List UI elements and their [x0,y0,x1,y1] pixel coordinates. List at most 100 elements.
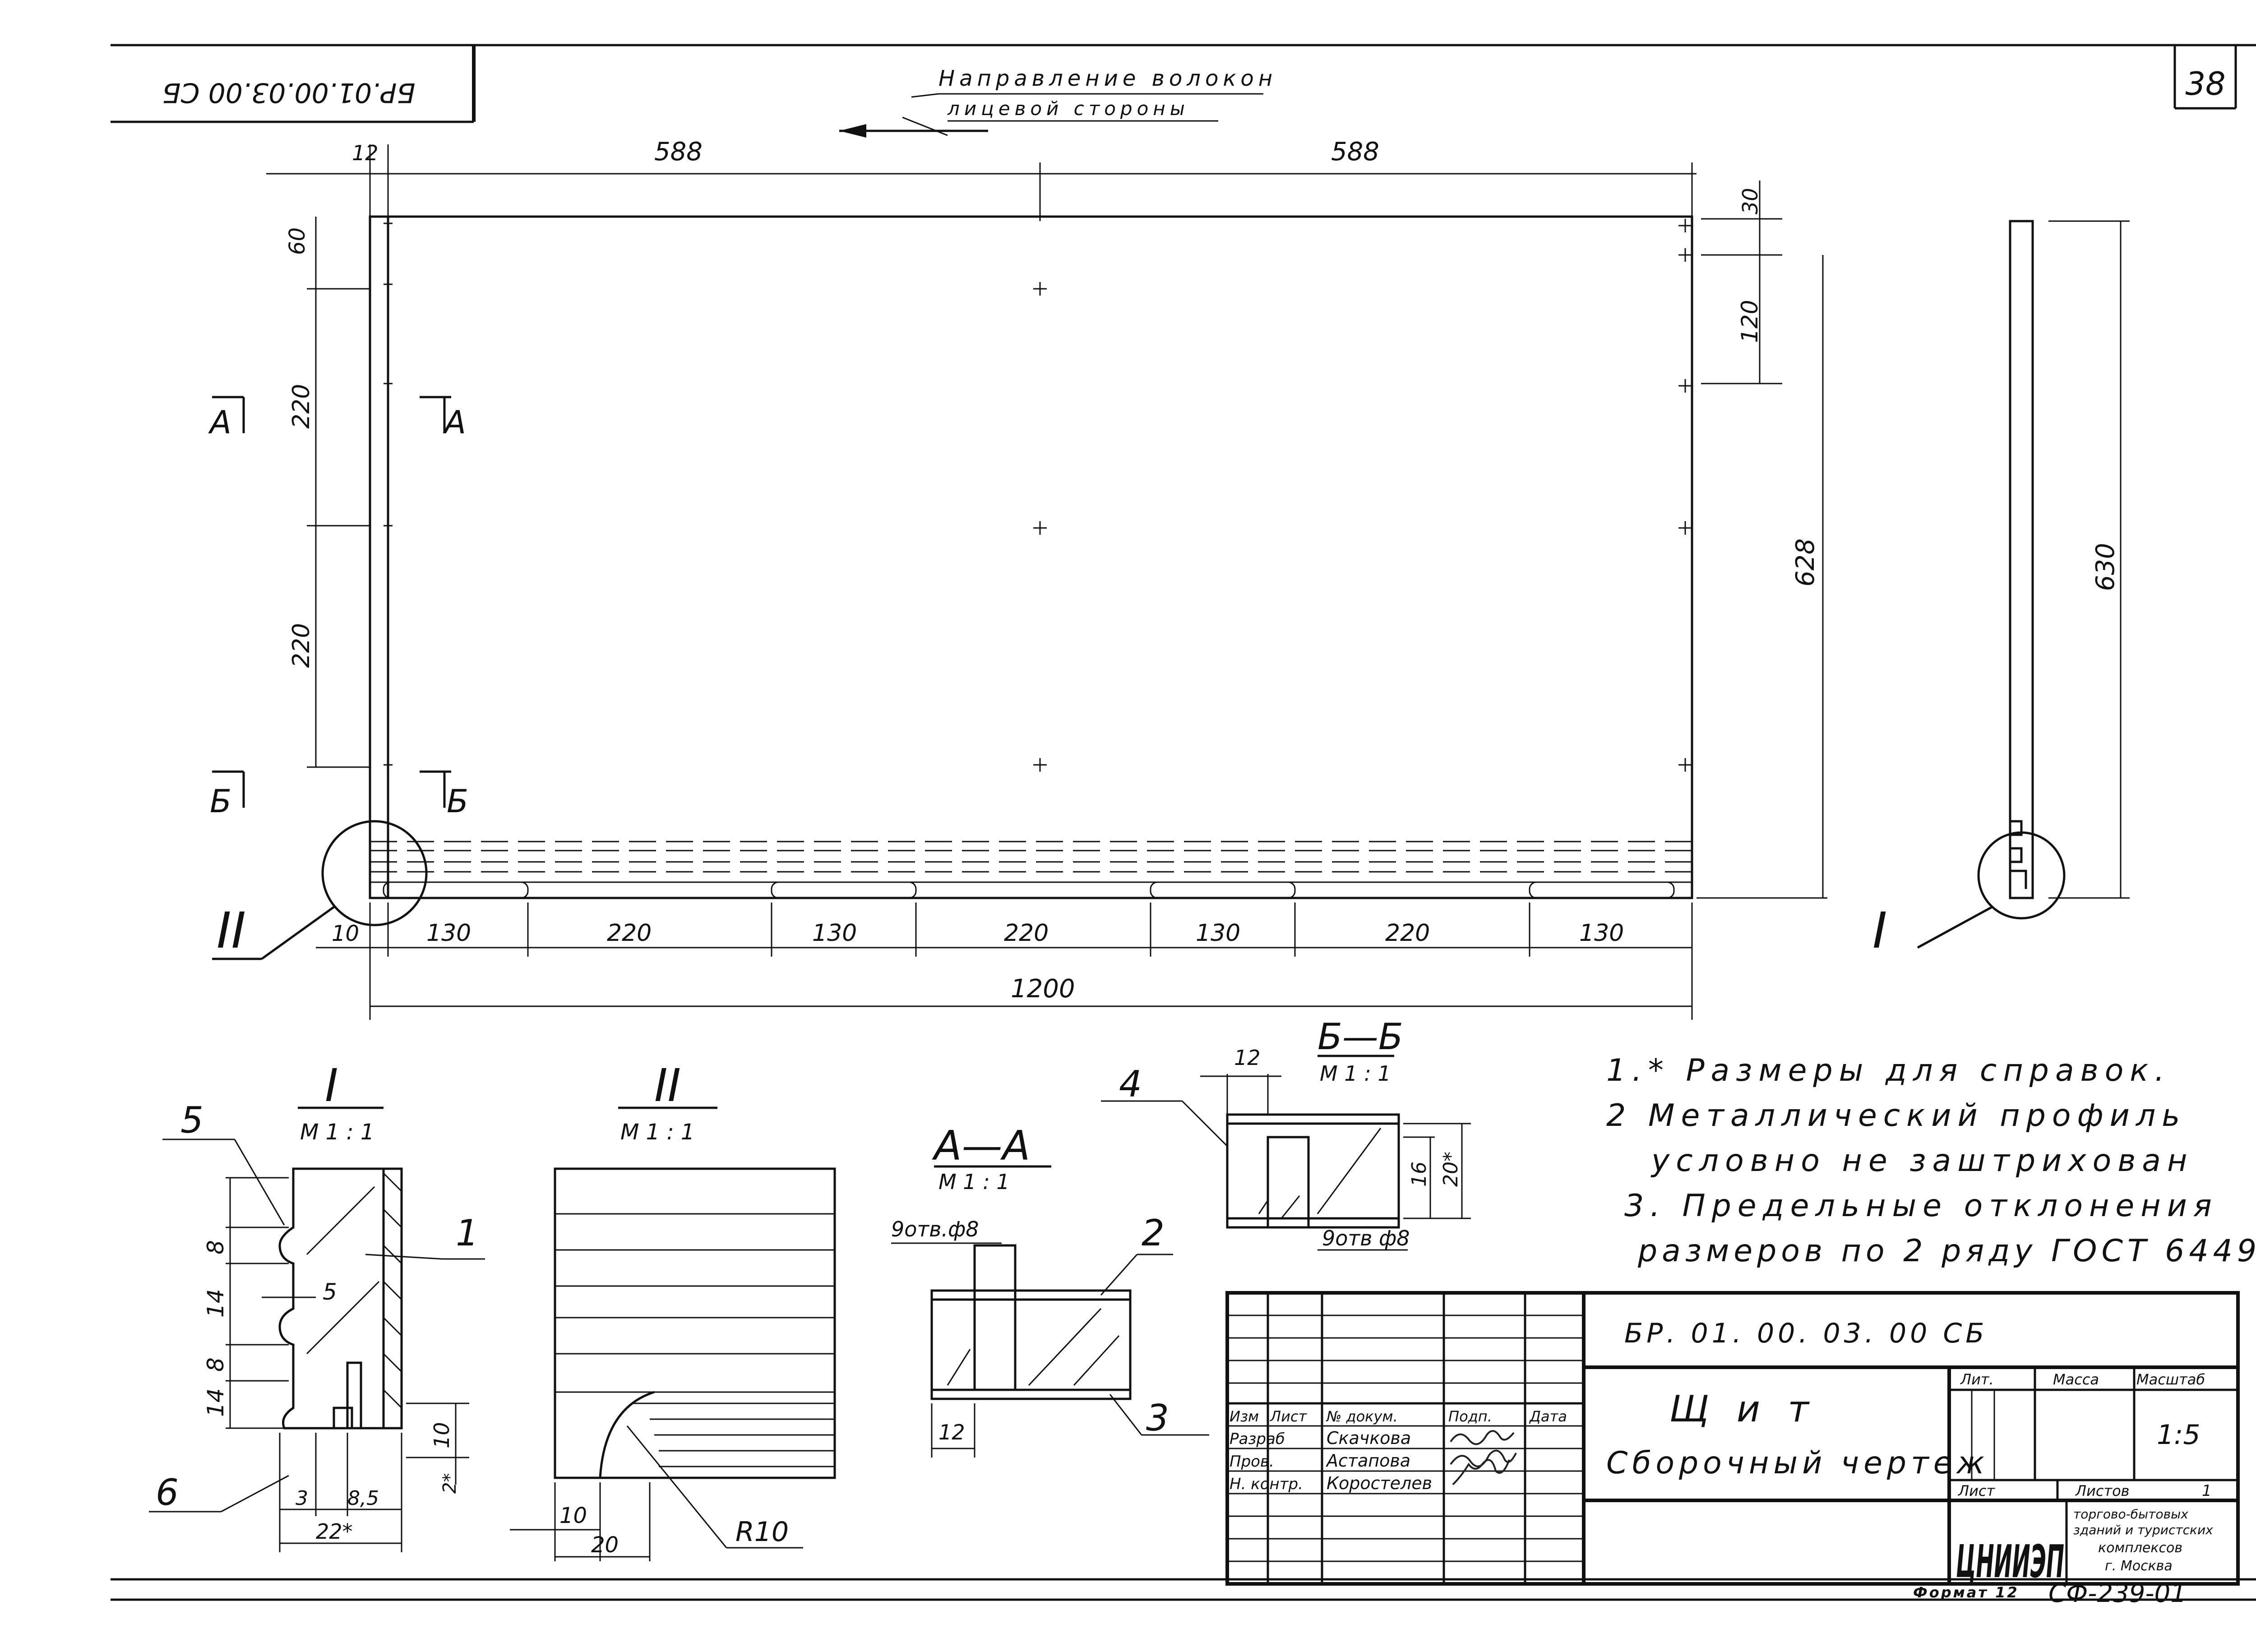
tb-role-checker: Пров. [1230,1453,1274,1471]
detail-II-callout: II [212,820,428,960]
dim-bottom-130-b: 130 [812,920,857,947]
tb-col-izm: Изм [1230,1408,1259,1425]
section-BB: Б—Б М 1 : 1 12 4 16 20* 9отв ф8 [1101,1016,1471,1251]
tb-org-line4: г. Москва [2105,1558,2173,1574]
section-BB-dim-12: 12 [1234,1046,1261,1070]
fiber-direction-note: Направление волокон лицевой стороны [839,66,1277,138]
dim-bottom-130-a: 130 [426,920,471,947]
tb-lit-label: Лит. [1960,1371,1994,1388]
tb-org-logo: ЦНИИЭП [1956,1535,2064,1588]
detail-I-dim-3: 3 [296,1487,308,1510]
section-BB-position-4: 4 [1119,1063,1142,1105]
tb-name-line1: Щ и т [1669,1388,1817,1430]
dim-top-588-left: 588 [654,137,703,167]
dim-right-120: 120 [1737,300,1763,343]
detail-I-position-6: 6 [156,1472,179,1513]
section-AA-scale: М 1 : 1 [938,1170,1010,1194]
detail-II-dim-10: 10 [559,1503,587,1528]
section-BB-scale: М 1 : 1 [1320,1061,1391,1086]
tb-signatures [1450,1430,1517,1485]
dim-top-12: 12 [352,141,379,165]
tb-person-skachkova: Скачкова [1327,1428,1411,1448]
dim-left-220-upper: 220 [288,384,315,429]
title-block: Изм Лист № докум. Подп. Дата Разраб Пров… [1225,1291,2240,1588]
section-BB-dim-20: 20* [1439,1152,1462,1187]
detail-I-position-1: 1 [456,1212,479,1254]
detail-I-dim-8-lower: 8 [203,1357,229,1372]
dim-right-30: 30 [1738,188,1762,214]
detail-I-position-5: 5 [180,1099,203,1141]
note-2: 2 Металлический профиль [1606,1098,2186,1134]
detail-I-dim-22: 22* [316,1519,353,1544]
right-dimensions: 30 120 628 [1697,180,1827,899]
detail-I-dim-5: 5 [323,1279,337,1305]
notes: 1.* Размеры для справок. 2 Металлический… [1606,1053,2256,1269]
detail-I-dim-14-upper: 14 [203,1289,229,1318]
fiber-direction-arrow [839,124,988,138]
side-view-height-630: 630 [2091,543,2120,591]
tb-org-line3: комплексов [2098,1540,2182,1556]
tb-scale-label: Масштаб [2136,1371,2205,1388]
section-AA-position-2: 2 [1142,1212,1165,1254]
sheet-code-rotated: БР.01.00.03.00 СБ [162,77,415,108]
sheet-frame [111,44,2256,1601]
detail-I: I М 1 : 1 8 14 8 14 5 [149,1059,485,1552]
section-BB-holes: 9отв ф8 [1322,1226,1410,1250]
detail-II-layers [555,1213,835,1467]
section-AA: А—А М 1 : 1 9отв.ф8 2 3 12 [891,1122,1209,1458]
section-AA-dim-12: 12 [938,1420,965,1444]
detail-I-callout-label: I [1872,902,1887,959]
section-AA-title: А—А [932,1122,1030,1170]
tb-role-developer: Разраб [1230,1430,1285,1448]
tb-col-date: Дата [1529,1408,1567,1425]
bottom-slots [383,881,1675,899]
hidden-edges [370,841,1692,883]
tb-col-doc: № докум. [1326,1408,1398,1425]
bottom-dimensions: 10 130 220 130 220 130 220 130 1200 [316,902,1693,1020]
tb-mass-label: Масса [2053,1371,2099,1388]
section-mark-a-right: А [443,404,466,441]
dim-left-220-lower: 220 [288,623,315,668]
side-view: 630 I [1872,220,2130,959]
tb-person-korostelev: Коростелев [1327,1473,1432,1493]
dim-bottom-220-c: 220 [1385,920,1430,947]
fiber-direction-line2: лицевой стороны [947,97,1189,120]
detail-I-dim-10: 10 [430,1422,454,1448]
section-markers: А А Б Б [208,396,468,820]
footer-stamp-code: СФ-239-01 [2048,1579,2187,1608]
detail-I-dim-8-5: 8,5 [347,1487,379,1510]
section-AA-position-3: 3 [1146,1397,1169,1439]
detail-I-dim-2: 2* [439,1473,460,1494]
detail-II-dim-20: 20 [591,1532,619,1558]
panel-outline [369,215,1693,899]
tb-sheet-label: Лист [1958,1482,1995,1499]
dim-right-628: 628 [1791,538,1820,587]
sheet-number: 38 [2185,65,2225,102]
note-3-cont: размеров по 2 ряду ГОСТ 6449-53 [1637,1233,2256,1269]
dim-bottom-10: 10 [332,921,359,946]
detail-II-radius: R10 [735,1516,789,1548]
dim-bottom-130-c: 130 [1196,920,1240,947]
note-3: 3. Предельные отклонения [1624,1188,2218,1224]
tb-person-astapova: Астапова [1325,1451,1410,1471]
section-BB-hatching [1258,1128,1382,1219]
section-BB-dim-16: 16 [1408,1161,1431,1187]
detail-II-scale: М 1 : 1 [620,1120,694,1145]
dim-top-588-right: 588 [1331,137,1379,167]
dim-bottom-220-b: 220 [1004,920,1049,947]
section-AA-hatching [947,1308,1120,1386]
top-dimensions: 12 588 588 [266,137,1697,221]
fastener-marks [384,219,1692,772]
tb-sheets-value: 1 [2202,1482,2212,1500]
dim-left-60: 60 [285,227,310,255]
detail-I-dim-14-lower: 14 [203,1388,229,1417]
detail-II: II М 1 : 1 R10 10 20 [510,1059,836,1561]
dim-overall-1200: 1200 [1011,974,1075,1004]
note-2-cont: условно не заштрихован [1650,1143,2193,1179]
section-AA-holes: 9отв.ф8 [891,1217,979,1241]
fiber-direction-line1: Направление волокон [938,66,1277,91]
tb-org-line2: зданий и туристских [2073,1522,2213,1537]
dim-bottom-130-d: 130 [1579,920,1624,947]
tb-scale-value: 1:5 [2157,1419,2201,1451]
detail-II-callout-label: II [217,902,246,959]
